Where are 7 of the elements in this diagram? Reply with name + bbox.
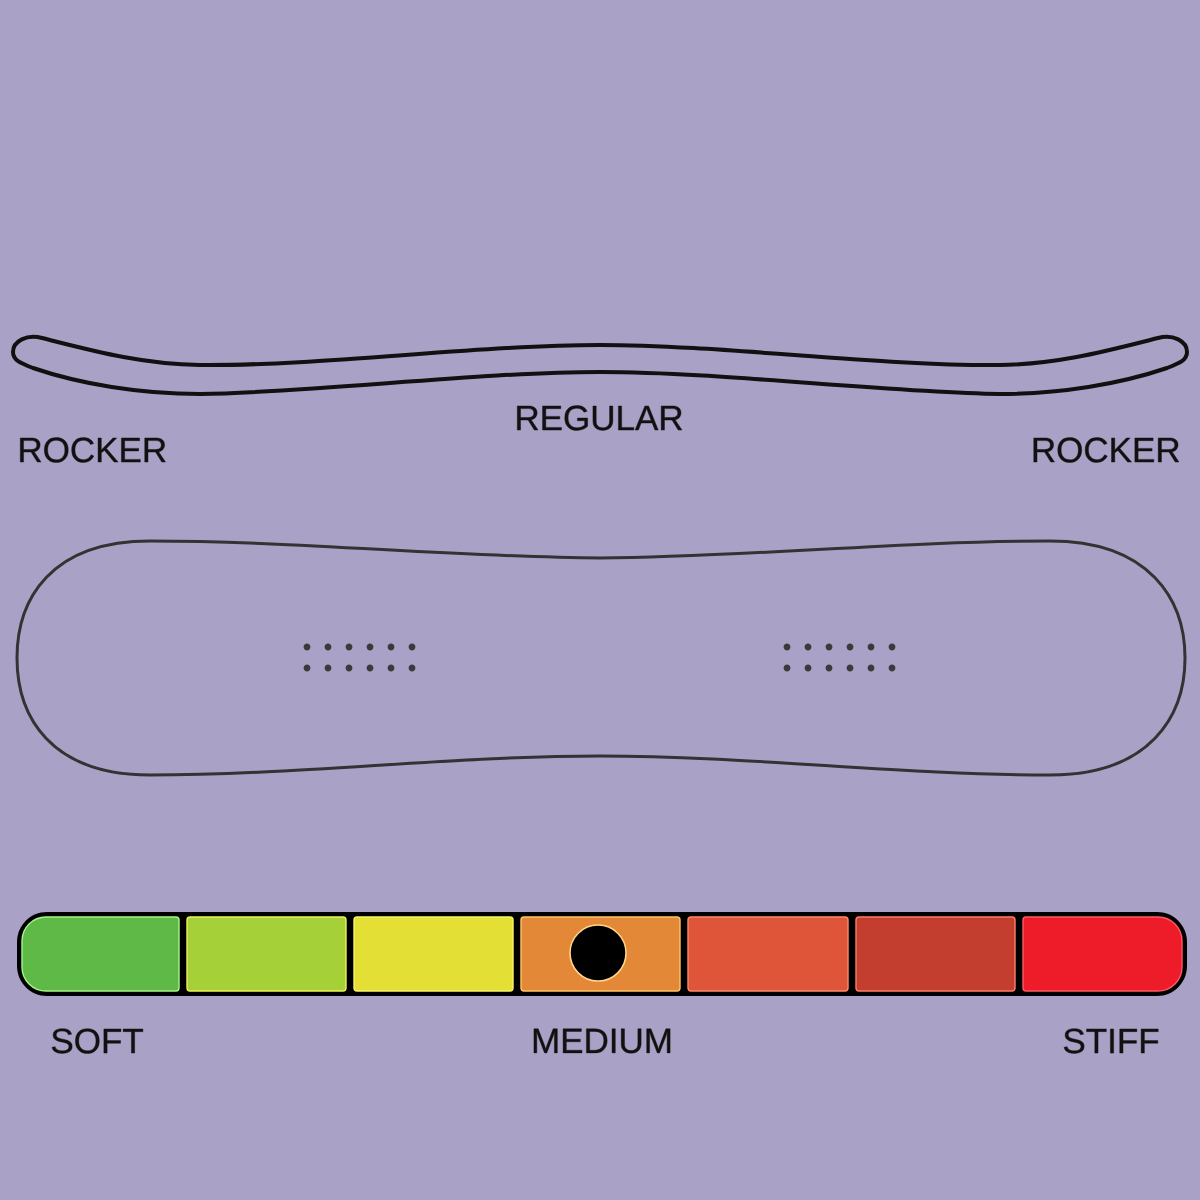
- board-profile: [11, 334, 1189, 396]
- flex-label: STIFF: [1064, 1028, 1159, 1054]
- profile-label: ROCKER: [1033, 437, 1179, 463]
- flex-label: MEDIUM: [533, 1028, 671, 1054]
- flex-label: SOFT: [52, 1028, 143, 1054]
- board-outline: [15, 539, 1187, 777]
- profile-label: ROCKER: [20, 437, 166, 463]
